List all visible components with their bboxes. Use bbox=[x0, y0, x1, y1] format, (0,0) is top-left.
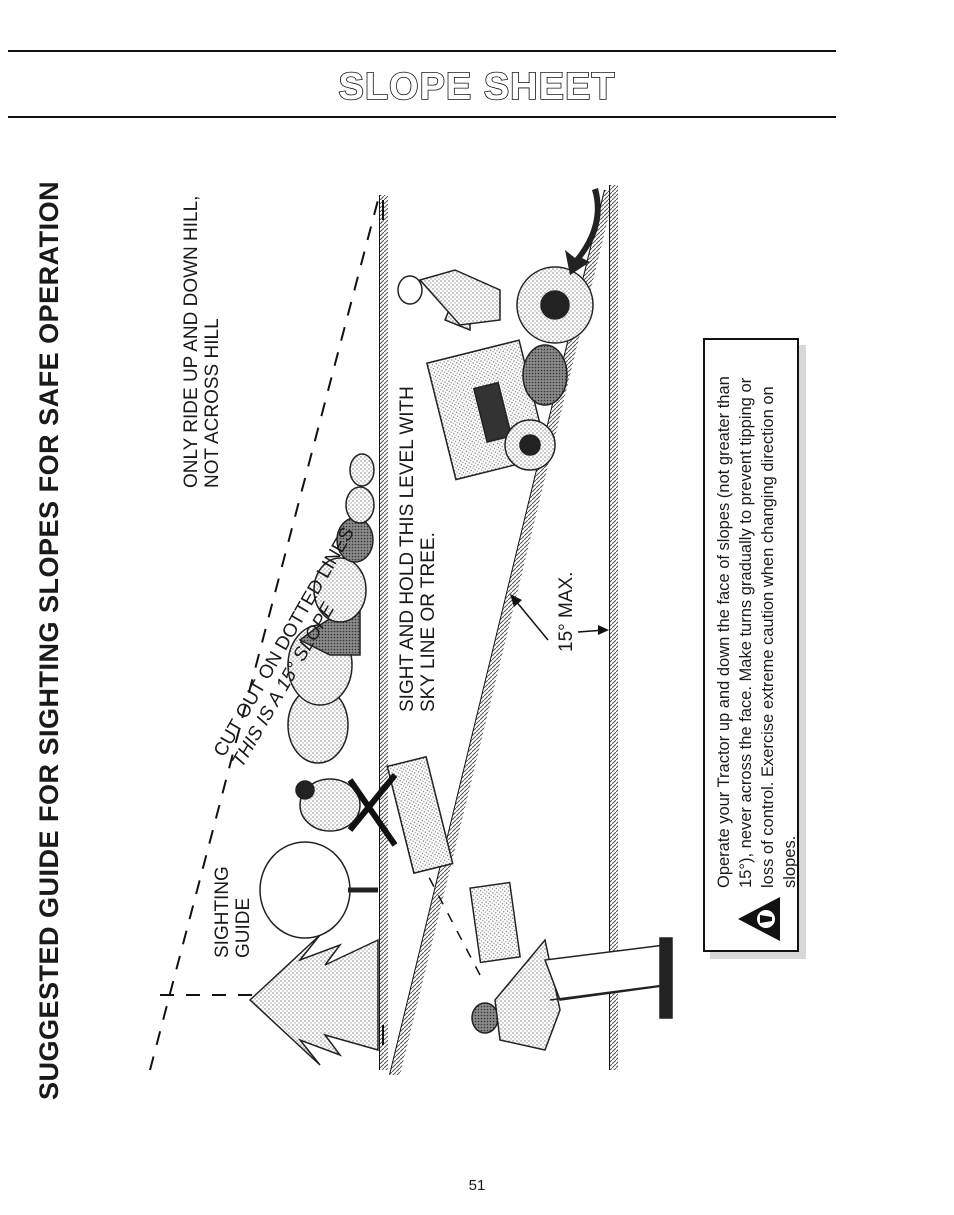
warning-text: Operate your Tractor up and down the fac… bbox=[715, 376, 799, 888]
base-ground-hatch bbox=[610, 185, 618, 1070]
downhill-arrow-icon bbox=[565, 188, 601, 275]
top-rule bbox=[8, 50, 836, 52]
ride-line-1: ONLY RIDE UP AND DOWN HILL, bbox=[181, 195, 202, 488]
ride-direction-label: ONLY RIDE UP AND DOWN HILL, NOT ACROSS H… bbox=[181, 196, 223, 488]
tree-group bbox=[248, 453, 379, 1066]
max-angle-label: 15° MAX. bbox=[556, 571, 577, 652]
sighting-line-1: SIGHTING bbox=[212, 866, 233, 958]
round-tree-4 bbox=[313, 557, 367, 623]
warning-triangle-icon bbox=[738, 897, 780, 941]
sighting-line-2: GUIDE bbox=[233, 897, 254, 958]
sight-line-1: SIGHT AND HOLD THIS LEVEL WITH bbox=[397, 386, 418, 712]
sighting-card bbox=[469, 881, 521, 964]
level-ground-hatch bbox=[380, 195, 388, 1070]
pine-tree bbox=[248, 934, 379, 1066]
sight-line-2: SKY LINE OR TREE. bbox=[418, 532, 439, 712]
small-tractor bbox=[295, 755, 454, 875]
warning-note-box: Operate your Tractor up and down the fac… bbox=[703, 338, 799, 952]
dotted-sight-line-2 bbox=[419, 859, 481, 976]
sight-level-label: SIGHT AND HOLD THIS LEVEL WITH SKY LINE … bbox=[397, 386, 439, 712]
person-figure bbox=[469, 881, 673, 1051]
sighting-guide-label: SIGHTING GUIDE bbox=[212, 866, 254, 958]
page-number: 51 bbox=[468, 1177, 486, 1194]
angle-arrow-1 bbox=[514, 599, 549, 641]
round-tree-7 bbox=[349, 453, 375, 487]
dotted-cut-line bbox=[149, 199, 379, 1071]
round-tree-6 bbox=[345, 486, 375, 524]
round-tree-1 bbox=[259, 841, 351, 939]
page-title: SLOPE SHEET bbox=[338, 65, 616, 109]
large-tractor bbox=[397, 266, 594, 481]
ride-line-2: NOT ACROSS HILL bbox=[202, 318, 223, 488]
bottom-rule bbox=[8, 116, 836, 118]
